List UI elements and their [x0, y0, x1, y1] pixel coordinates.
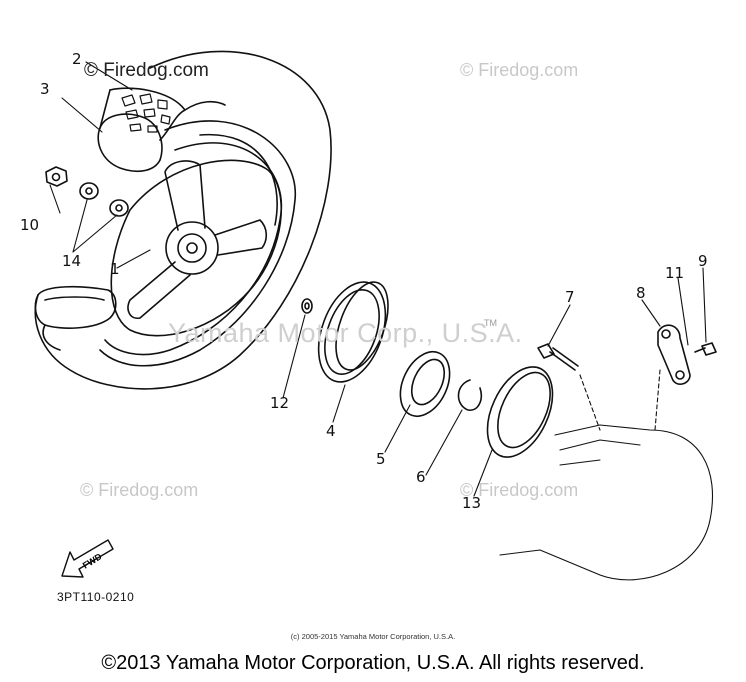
callout-3: 3	[40, 80, 50, 98]
brake-plate-5	[399, 351, 451, 417]
watermark-top-right: © Firedog.com	[460, 60, 579, 80]
washer-14a	[79, 182, 99, 200]
callout-10: 10	[20, 216, 40, 234]
oil-seal-13	[486, 366, 554, 458]
washer-14b	[109, 199, 129, 217]
callout-2: 2	[72, 50, 82, 68]
fwd-arrow	[61, 539, 114, 578]
callout-13: 13	[462, 494, 482, 512]
small-copyright: (c) 2005-2015 Yamaha Motor Corporation, …	[290, 632, 456, 641]
callout-9: 9	[698, 252, 708, 270]
copyright-notice: ©2013 Yamaha Motor Corporation, U.S.A. A…	[101, 652, 645, 674]
spoke-top	[164, 160, 206, 231]
watermark-bottom-left: © Firedog.com	[80, 480, 199, 500]
watermark-trademark: TM	[484, 318, 497, 328]
circlip-6	[457, 379, 483, 411]
callout-11: 11	[665, 264, 685, 282]
tire-inner-edge	[99, 120, 296, 367]
tire-cutaway-top	[97, 127, 161, 172]
bolt-9	[701, 342, 717, 356]
spoke-left	[127, 261, 191, 320]
wheel-hub	[165, 221, 219, 275]
washer-12	[301, 298, 313, 314]
nut-10	[45, 166, 68, 187]
bolt-7	[537, 343, 555, 359]
callout-5: 5	[376, 450, 386, 468]
callout-1: 1	[110, 260, 120, 278]
brake-arm-8	[657, 324, 691, 385]
spoke-right	[214, 219, 268, 256]
callout-6: 6	[416, 468, 426, 486]
watermark-top-left: © Firedog.com	[84, 60, 209, 81]
tire-outline	[34, 50, 332, 390]
watermark-bottom-right: © Firedog.com	[460, 480, 579, 500]
callout-7: 7	[565, 288, 575, 306]
axle-housing	[499, 424, 714, 581]
callout-14: 14	[62, 252, 82, 270]
callout-4: 4	[326, 422, 336, 440]
callout-8: 8	[636, 284, 646, 302]
wheel-rim	[110, 159, 283, 337]
part-reference: 3PT110-0210	[57, 590, 135, 604]
watermark-center: Yamaha Motor Corp., U.S.A.	[168, 318, 523, 348]
callout-12: 12	[270, 394, 290, 412]
tire-cutaway-bottom	[34, 285, 117, 329]
